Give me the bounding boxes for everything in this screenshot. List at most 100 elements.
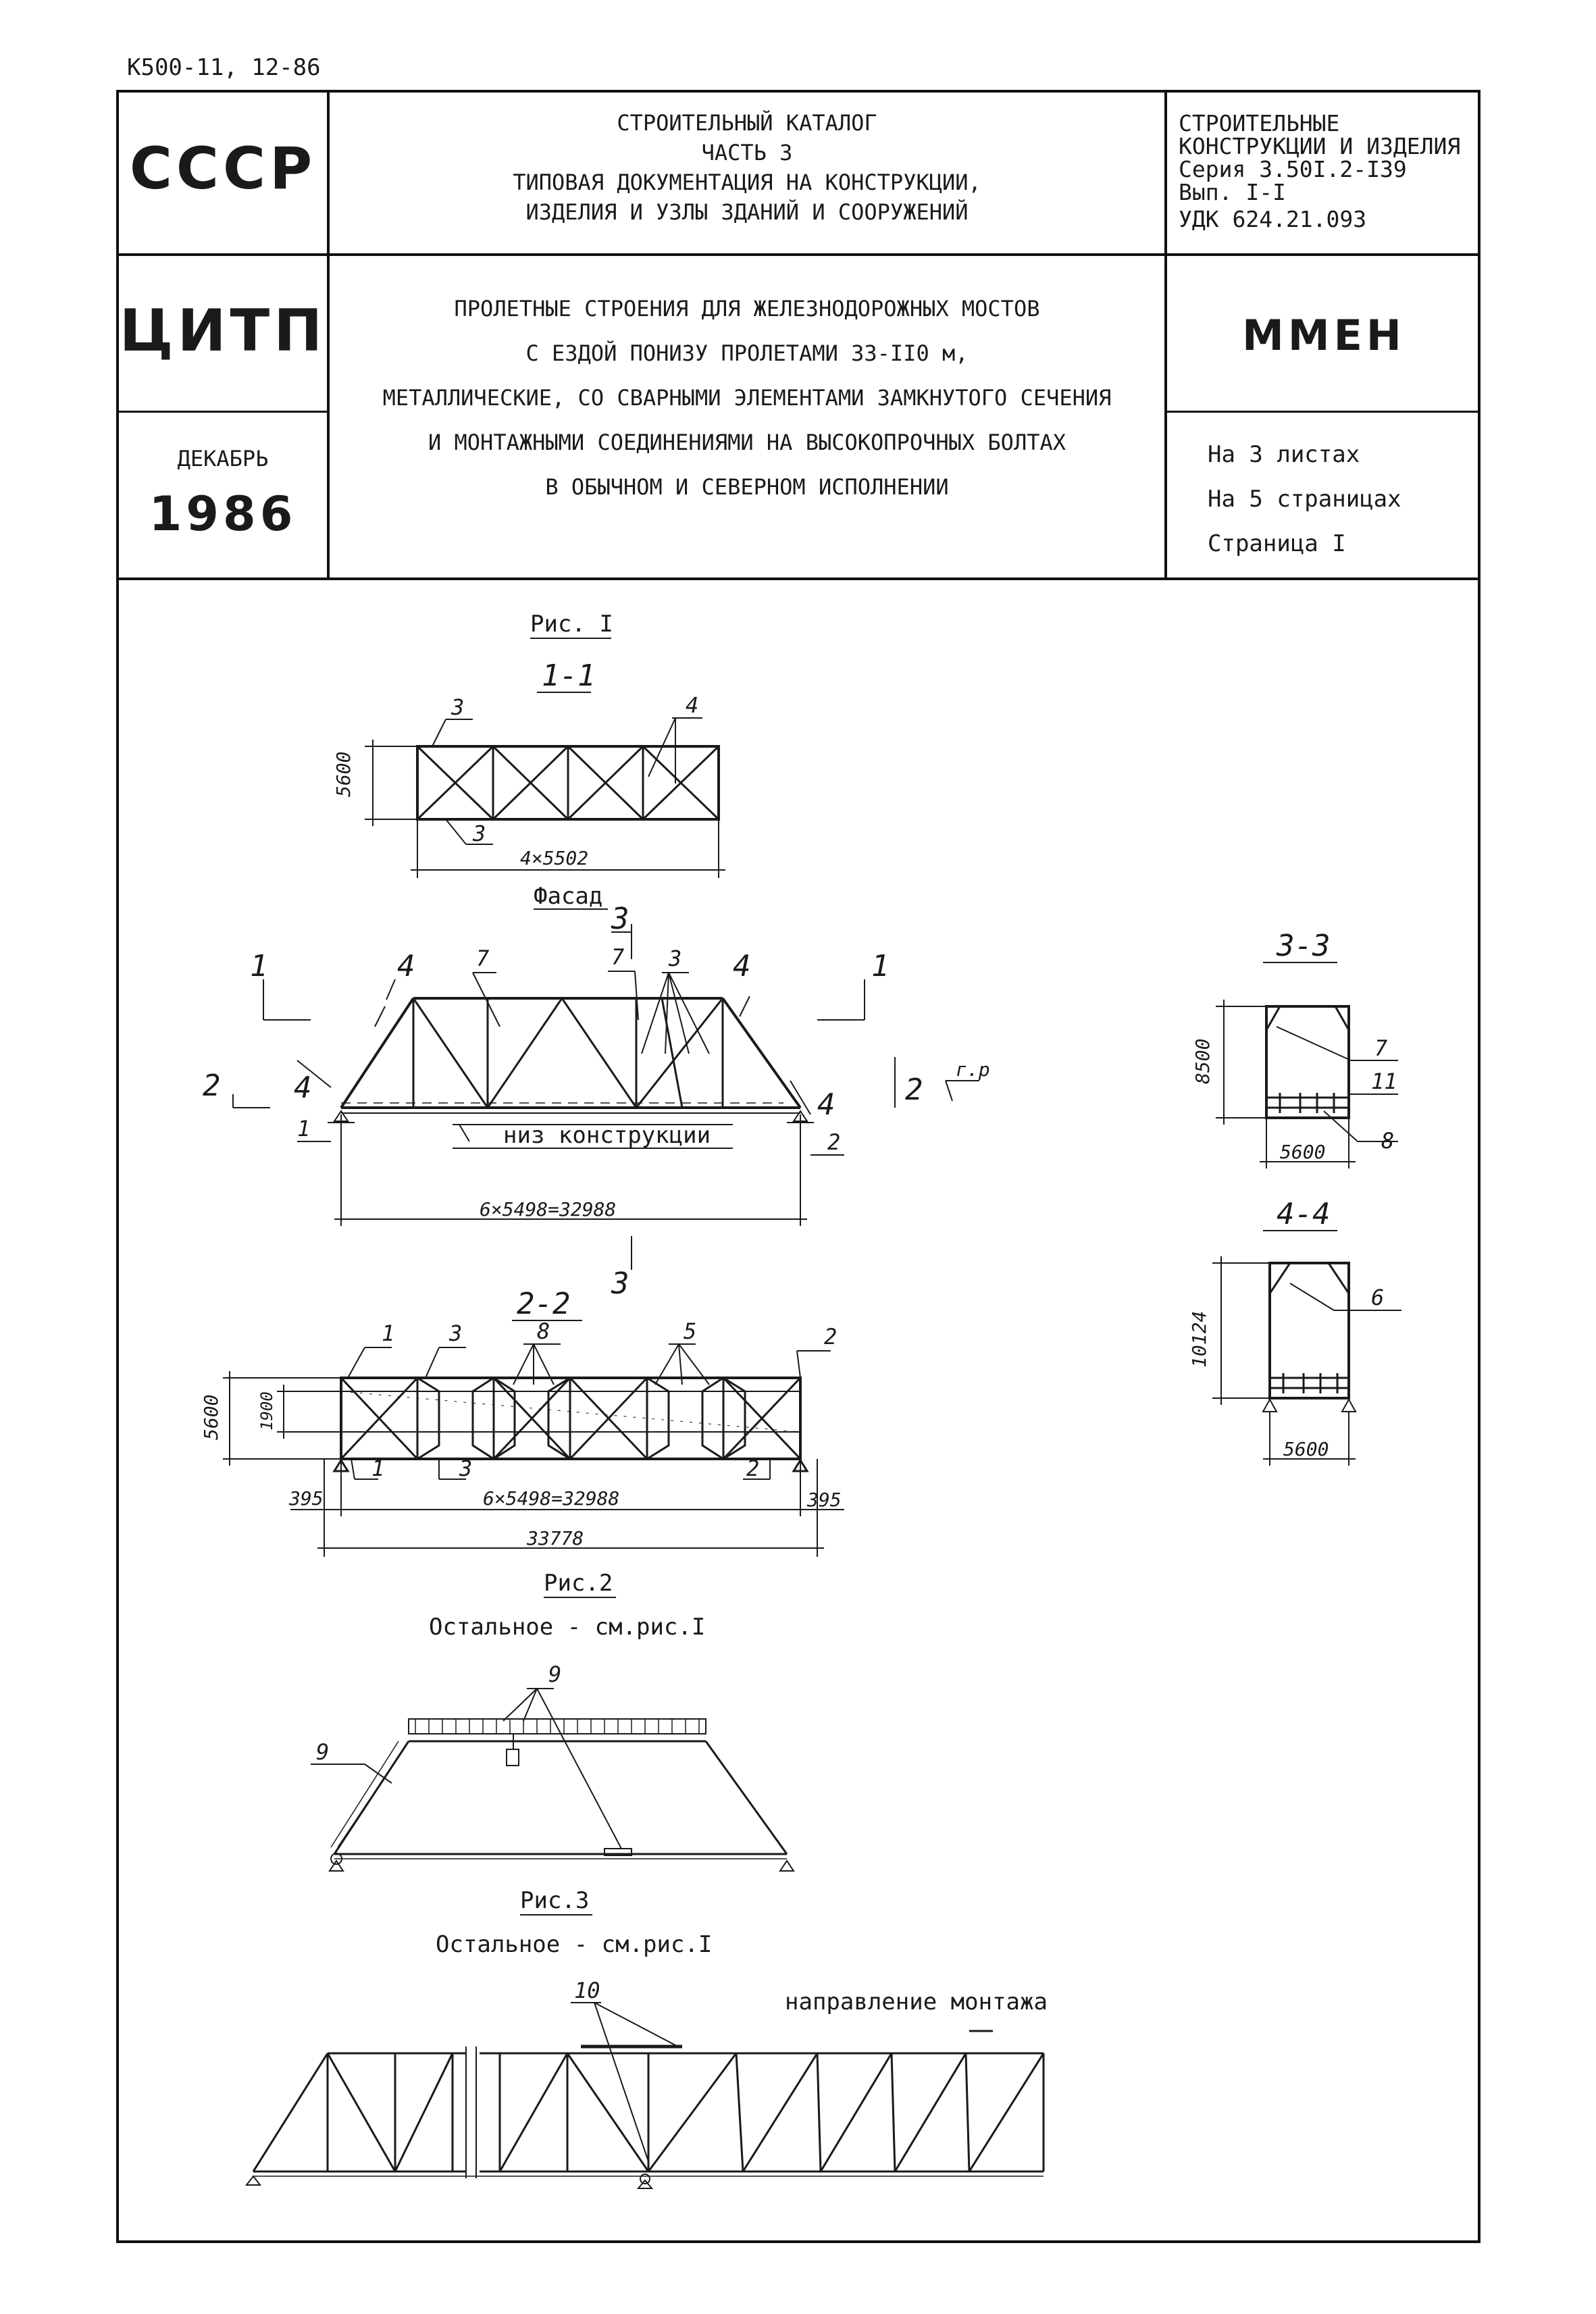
fig3-label: Рис.3 [520, 1887, 589, 1914]
dim-1900: 1900 [257, 1391, 276, 1431]
fig2-note: Остальное - см.рис.I [429, 1614, 705, 1641]
callout-4: 4 [294, 1071, 312, 1105]
callout-3: 3 [668, 946, 681, 971]
section-mark-2-left: 2 [203, 1069, 221, 1103]
sheet-info: На 3 листах На 5 страницах Страница I [1208, 432, 1478, 566]
bottom-structure-label: низ конструкции [503, 1122, 711, 1149]
callout-4: 4 [686, 692, 698, 718]
callout-9: 9 [316, 1739, 329, 1765]
callout-2: 2 [824, 1324, 837, 1349]
series-line: Серия 3.50I.2-I39 [1179, 156, 1407, 182]
section-3-3 [1216, 962, 1398, 1168]
callout-6: 6 [1371, 1285, 1384, 1310]
drawing-frame [116, 90, 1481, 2243]
dim-5600-4-4: 5600 [1283, 1438, 1329, 1460]
udk-line: УДК 624.21.093 [1179, 206, 1367, 232]
callout-7: 7 [611, 944, 624, 970]
dim-395-left: 395 [288, 1487, 324, 1510]
facade-annotations [232, 924, 979, 1270]
sheets-count: На 3 листах [1208, 441, 1360, 468]
rail-level-label: г.р [956, 1058, 990, 1081]
series-block: СТРОИТЕЛЬНЫЕ КОНСТРУКЦИИ И ИЗДЕЛИЯ Серия… [1179, 112, 1476, 231]
callout-10: 10 [574, 1978, 600, 2003]
callout-1: 1 [382, 1320, 394, 1346]
dim-4x5502: 4×5502 [520, 847, 588, 869]
dim-span-facade: 6×5498=32988 [480, 1198, 616, 1220]
dim-span-2-2: 6×5498=32988 [483, 1487, 619, 1510]
section-3-3-label: 3-3 [1276, 929, 1330, 963]
figure-3 [244, 2002, 1045, 2189]
callout-11: 11 [1371, 1069, 1397, 1094]
section-1-1-label: 1-1 [542, 659, 595, 693]
classification-code: ММЕН [1242, 311, 1406, 360]
section-4-4 [1212, 1230, 1401, 1466]
header-divider-v2 [1164, 90, 1167, 579]
title-line: В ОБЫЧНОМ И СЕВЕРНОМ ИСПОЛНЕНИИ [545, 474, 949, 500]
section-4-4-label: 4-4 [1277, 1197, 1330, 1231]
plan-2-2 [223, 1343, 844, 1557]
callout-4: 4 [733, 949, 751, 983]
header-divider-v1 [327, 90, 330, 579]
section-mark-3-bottom: 3 [611, 1266, 629, 1301]
month-label: ДЕКАБРЬ [177, 446, 269, 471]
callout-8: 8 [1381, 1128, 1394, 1154]
callout-1: 1 [297, 1116, 310, 1141]
section-mark-2-right: 2 [905, 1073, 923, 1107]
facade-label: Фасад [534, 883, 602, 910]
catalog-block: СТРОИТЕЛЬНЫЙ КАТАЛОГ ЧАСТЬ 3 ТИПОВАЯ ДОК… [330, 108, 1164, 227]
title-line: С ЕЗДОЙ ПОНИЗУ ПРОЛЕТАМИ 33-II0 м, [525, 340, 969, 366]
facade-truss [340, 997, 802, 1114]
section-mark-1-right: 1 [871, 949, 890, 983]
figure-2 [311, 1688, 795, 1872]
callout-3: 3 [472, 821, 486, 846]
fig3-note: Остальное - см.рис.I [436, 1931, 712, 1958]
header-divider-h2 [116, 577, 1481, 580]
dim-10124: 10124 [1188, 1311, 1210, 1368]
dim-5600-3-3: 5600 [1280, 1141, 1325, 1163]
dim-8500: 8500 [1191, 1039, 1214, 1084]
callout-8: 8 [537, 1318, 550, 1344]
plan-1-1 [365, 717, 725, 878]
right-col-divider [1164, 411, 1481, 413]
dim-height-2-2: 5600 [200, 1395, 222, 1440]
title-line: МЕТАЛЛИЧЕСКИЕ, СО СВАРНЫМИ ЭЛЕМЕНТАМИ ЗА… [382, 385, 1112, 411]
callout-3: 3 [459, 1456, 472, 1481]
callout-3: 3 [448, 1320, 462, 1346]
dim-395-right: 395 [806, 1489, 842, 1511]
callout-4: 4 [817, 1087, 835, 1122]
catalog-line: СТРОИТЕЛЬНЫЙ КАТАЛОГ [617, 110, 877, 136]
callout-3: 3 [451, 694, 464, 720]
section-2-2-label: 2-2 [517, 1287, 570, 1321]
series-line: Вып. I-I [1179, 179, 1286, 205]
section-mark-1-left: 1 [250, 949, 268, 983]
callout-2: 2 [746, 1456, 759, 1481]
series-line: СТРОИТЕЛЬНЫЕ [1179, 110, 1340, 136]
callout-4: 4 [397, 949, 415, 983]
catalog-line: ТИПОВАЯ ДОКУМЕНТАЦИЯ НА КОНСТРУКЦИИ, [513, 170, 981, 195]
dim-33778: 33778 [526, 1527, 584, 1549]
callout-9: 9 [548, 1662, 561, 1687]
callout-7: 7 [476, 946, 489, 971]
title-line: И МОНТАЖНЫМИ СОЕДИНЕНИЯМИ НА ВЫСОКОПРОЧН… [428, 430, 1066, 455]
document-code: К500-11, 12-86 [127, 54, 321, 81]
org-label: ЦИТП [119, 297, 327, 365]
section-mark-3-top: 3 [611, 902, 629, 936]
assembly-direction-label: направление монтажа [785, 1988, 1048, 2015]
year-label: 1986 [149, 486, 297, 542]
header-divider-h1 [116, 253, 1481, 256]
callout-7: 7 [1374, 1035, 1387, 1061]
pages-count: На 5 страницах [1208, 486, 1401, 513]
document-title: ПРОЛЕТНЫЕ СТРОЕНИЯ ДЛЯ ЖЕЛЕЗНОДОРОЖНЫХ М… [330, 286, 1164, 509]
dim-height-plan: 5600 [332, 752, 355, 797]
callout-2: 2 [827, 1129, 840, 1155]
series-line: КОНСТРУКЦИИ И ИЗДЕЛИЯ [1179, 133, 1461, 159]
fig2-label: Рис.2 [544, 1570, 613, 1597]
callout-5: 5 [684, 1318, 696, 1344]
page-number: Страница I [1208, 530, 1346, 557]
catalog-line: ЧАСТЬ 3 [701, 140, 793, 165]
left-col-divider [116, 411, 327, 413]
title-line: ПРОЛЕТНЫЕ СТРОЕНИЯ ДЛЯ ЖЕЛЕЗНОДОРОЖНЫХ М… [454, 296, 1040, 322]
catalog-line: ИЗДЕЛИЯ И УЗЛЫ ЗДАНИЙ И СООРУЖЕНИЙ [525, 199, 969, 225]
callout-1: 1 [371, 1456, 384, 1481]
